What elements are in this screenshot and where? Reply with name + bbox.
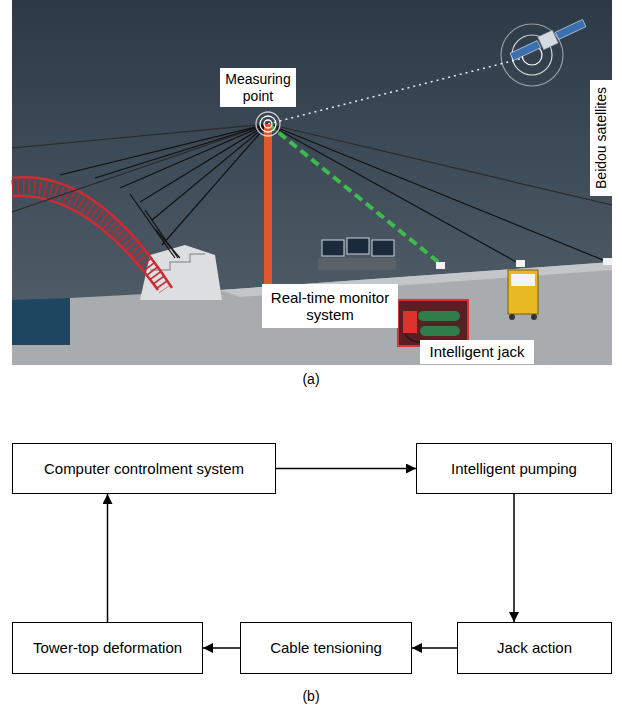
- node-text: Beidou satellites: [593, 87, 609, 189]
- cable: [95, 124, 268, 178]
- anchor-block: [516, 260, 525, 267]
- wheel: [531, 314, 537, 320]
- cable: [120, 124, 268, 188]
- cable: [140, 124, 268, 202]
- annotation-label: Real-time monitor system: [262, 284, 398, 328]
- pump-station: [508, 270, 538, 320]
- arch-upper-chord: [12, 177, 172, 288]
- screen: [347, 238, 369, 254]
- panel-label: (b): [302, 688, 319, 704]
- cable: [268, 124, 612, 205]
- stay-cables: [12, 124, 612, 264]
- flow-arrow: [412, 647, 457, 649]
- node-text: Measuring point: [224, 71, 292, 103]
- node-text: Intelligent pumping: [425, 460, 603, 477]
- pylon-tower: [264, 124, 272, 290]
- jack-cylinder: [418, 311, 460, 321]
- anchor-block: [436, 262, 445, 269]
- screen: [372, 240, 394, 256]
- cable: [268, 124, 608, 262]
- annotation-label: Intelligent jack: [420, 340, 534, 364]
- arch-lattice: [12, 186, 165, 289]
- ring: [256, 112, 280, 136]
- river-water: [12, 298, 70, 345]
- ring: [264, 120, 272, 128]
- process-box: Tower-top deformation: [12, 622, 203, 674]
- flow-arrow: [107, 494, 109, 622]
- satellite: [509, 17, 587, 63]
- cable: [156, 230, 180, 258]
- cable: [130, 194, 175, 258]
- process-box: Intelligent pumping: [416, 443, 612, 494]
- ring: [260, 116, 276, 132]
- monitored-cable: [268, 124, 442, 265]
- wheel: [509, 314, 515, 320]
- solar-panel: [510, 41, 541, 61]
- annotation-label: Beidou satellites: [590, 80, 612, 196]
- cable: [162, 124, 268, 245]
- satellite-body: [538, 30, 558, 49]
- node-text: Jack action: [466, 639, 603, 656]
- flow-arrow: [276, 468, 416, 470]
- ground: [12, 262, 612, 365]
- jack-cylinder: [420, 326, 460, 336]
- process-box: Jack action: [457, 622, 612, 674]
- satellite-rings: [501, 24, 563, 86]
- cable: [268, 124, 520, 264]
- node-text: Intelligent jack: [424, 343, 530, 360]
- signal-rings: [256, 112, 280, 136]
- solar-panel: [555, 19, 586, 39]
- console-desk: [318, 258, 396, 270]
- ring: [501, 24, 563, 86]
- sky-background: [12, 0, 612, 365]
- cable: [152, 124, 268, 220]
- monitor-screens: [318, 238, 396, 270]
- anchor-block: [603, 258, 612, 265]
- node-text: Computer controlment system: [21, 460, 267, 477]
- arch-lower-chord: [12, 196, 158, 290]
- satellite-link: [268, 58, 524, 124]
- node-text: Real-time monitor system: [266, 289, 394, 324]
- annotation-label: Measuring point: [220, 68, 296, 107]
- process-box: Cable tensioning: [240, 622, 412, 674]
- node-text: Cable tensioning: [249, 639, 403, 656]
- jack-body: [403, 311, 417, 333]
- abutment: [140, 245, 222, 300]
- pump-body: [508, 270, 538, 314]
- pump-panel: [511, 274, 535, 286]
- node-text: Tower-top deformation: [21, 639, 194, 656]
- flow-arrow: [513, 494, 515, 622]
- flow-arrow: [203, 647, 240, 649]
- panel-label: (a): [302, 371, 319, 387]
- process-box: Computer controlment system: [12, 443, 276, 494]
- screen: [322, 240, 344, 256]
